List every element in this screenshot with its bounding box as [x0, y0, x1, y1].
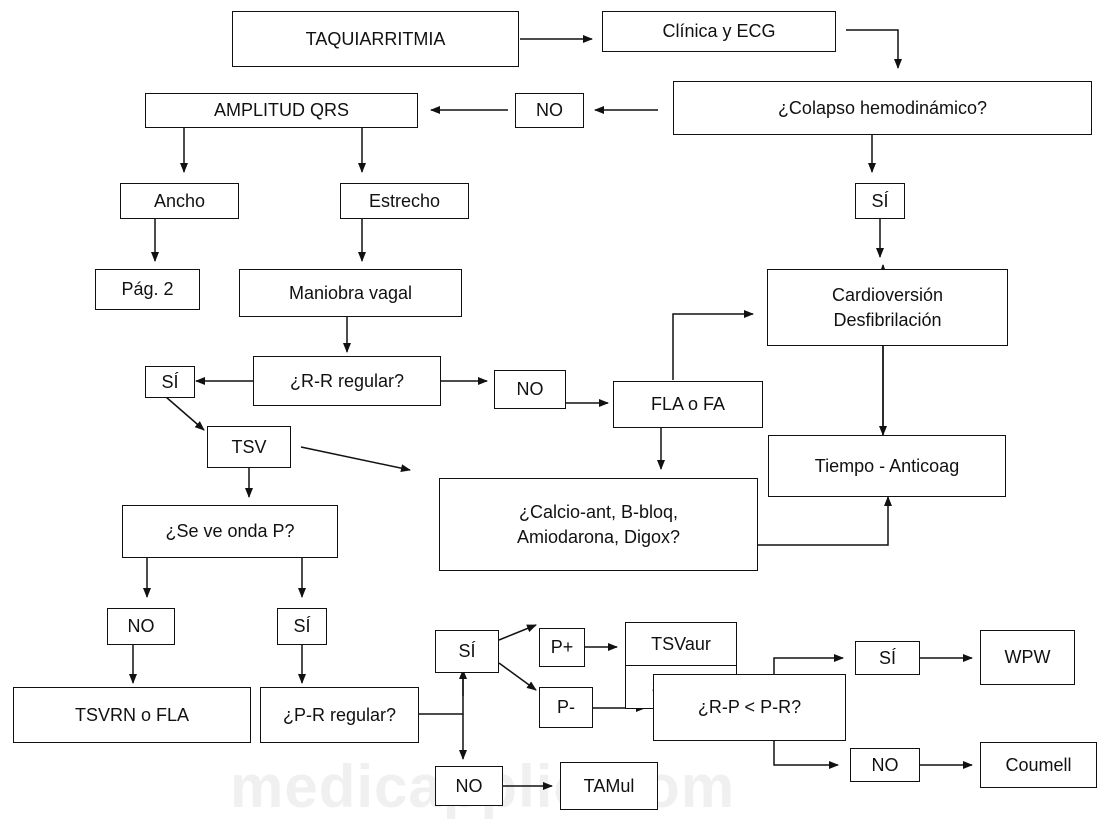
node-wpw: WPW [980, 630, 1075, 685]
node-tsvaur: TSVaur [651, 633, 711, 654]
node-no-pr: NO [435, 766, 503, 806]
node-no-onda-p: NO [107, 608, 175, 645]
edge-fla-cardioversion [672, 310, 754, 380]
edge-rp-no [773, 741, 839, 769]
edge-rp-si [773, 654, 844, 674]
node-no-rr: NO [494, 370, 566, 409]
node-no-rp: NO [850, 748, 920, 782]
node-rp-menor-pr: ¿R-P < P-R? [653, 674, 846, 741]
node-si-pr: SÍ [435, 630, 499, 673]
node-ancho: Ancho [120, 183, 239, 219]
node-si-rr: SÍ [145, 366, 195, 398]
node-si-rp: SÍ [855, 641, 920, 675]
node-se-ve-onda-p: ¿Se ve onda P? [122, 505, 338, 558]
edge-clinica-colapso [846, 29, 902, 69]
node-colapso-hemodinamico: ¿Colapso hemodinámico? [673, 81, 1092, 135]
edge-tsv-calcio [300, 446, 411, 473]
node-no-colapso: NO [515, 93, 584, 128]
node-tsv: TSV [207, 426, 291, 468]
node-coumell: Coumell [980, 742, 1097, 788]
node-estrecho: Estrecho [340, 183, 469, 219]
node-pr-regular: ¿P-R regular? [260, 687, 419, 743]
node-amplitud-qrs: AMPLITUD QRS [145, 93, 418, 128]
edge-calcio-tiempo [758, 496, 892, 546]
node-tsvrn-o-fla: TSVRN o FLA [13, 687, 251, 743]
node-tiempo-anticoag: Tiempo - Anticoag [768, 435, 1006, 497]
node-fla-o-fa: FLA o FA [613, 381, 763, 428]
node-pag-2: Pág. 2 [95, 269, 200, 310]
node-p-plus: P+ [539, 628, 585, 667]
edge-si-pminus [498, 662, 537, 691]
node-si-onda-p: SÍ [277, 608, 327, 645]
node-si-colapso: SÍ [855, 183, 905, 219]
node-cardioversion-desfibrilacion: Cardioversión Desfibrilación [767, 269, 1008, 346]
node-tamul: TAMul [560, 762, 658, 810]
edge-si-tsv [165, 396, 205, 431]
node-taquiarritmia: TAQUIARRITMIA [232, 11, 519, 67]
node-maniobra-vagal: Maniobra vagal [239, 269, 462, 317]
edge-si-pplus [498, 624, 537, 641]
node-clinica-ecg: Clínica y ECG [602, 11, 836, 52]
node-p-minus: P- [539, 687, 593, 728]
node-rr-regular: ¿R-R regular? [253, 356, 441, 406]
node-calcio-ant-bbloq: ¿Calcio-ant, B-bloq, Amiodarona, Digox? [439, 478, 758, 571]
